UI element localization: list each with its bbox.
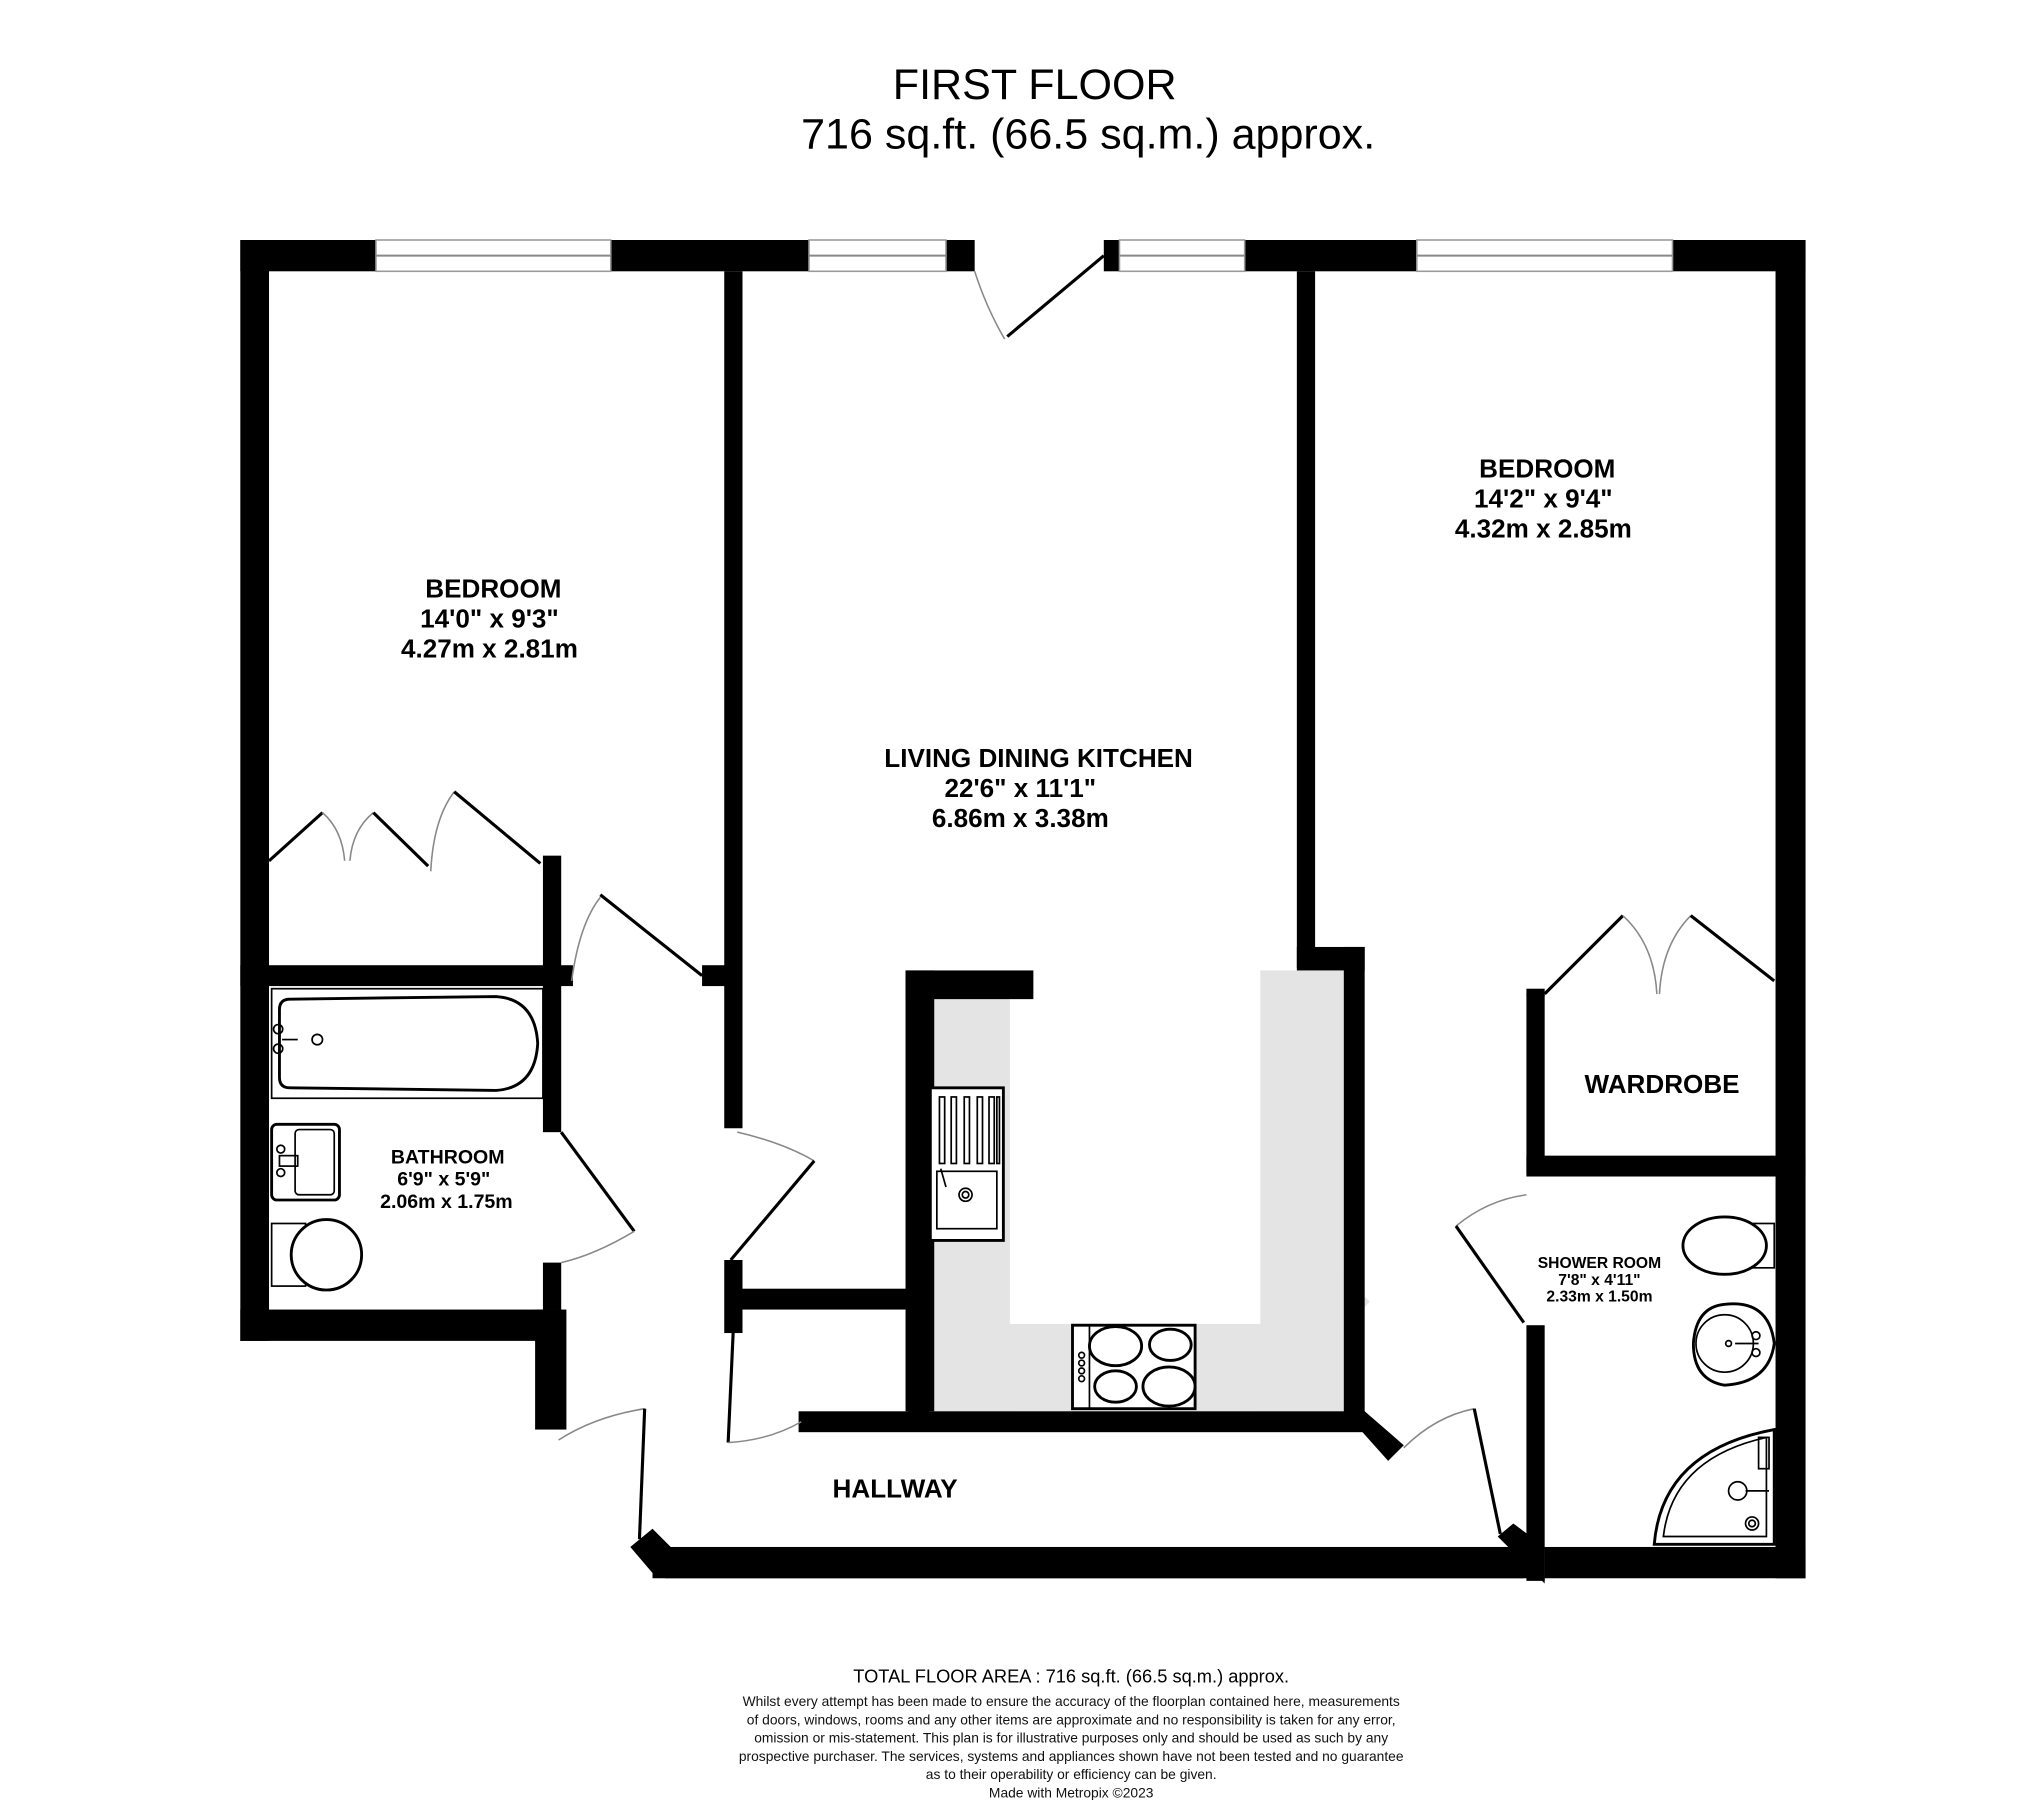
floor-title: FIRST FLOOR (893, 61, 1177, 109)
basin-icon (270, 1122, 341, 1202)
wardrobe-doors-bedroom-2 (1543, 914, 1776, 996)
room-wardrobe-label: WARDROBE (1585, 1069, 1740, 1099)
walls (240, 240, 1806, 1584)
disclaimer-line: as to their operability or efficiency ca… (926, 1766, 1217, 1782)
window-bedroom-1 (375, 239, 612, 273)
plan-footer: TOTAL FLOOR AREA : 716 sq.ft. (66.5 sq.m… (739, 1666, 1404, 1800)
room-name: SHOWER ROOM (1538, 1255, 1661, 1272)
windows (375, 239, 1674, 273)
door-bathroom (559, 1131, 636, 1264)
window-living-right (1118, 239, 1246, 273)
disclaimer-line: prospective purchaser. The services, sys… (739, 1748, 1404, 1764)
room-hallway-label: HALLWAY (833, 1473, 958, 1503)
door-balcony (973, 254, 1105, 340)
window-bedroom-2 (1416, 239, 1674, 273)
room-name: WARDROBE (1585, 1069, 1740, 1099)
toilet-icon (270, 1218, 364, 1292)
door-cupboard (726, 1327, 802, 1444)
room-imperial: 22'6" x 11'1" (944, 773, 1096, 803)
room-imperial: 7'8" x 4'11" (1558, 1272, 1640, 1289)
shower-basin-icon (1691, 1302, 1776, 1387)
disclaimer-line: of doors, windows, rooms and any other i… (747, 1711, 1396, 1727)
room-imperial: 14'2" x 9'4" (1474, 483, 1613, 513)
room-name: LIVING DINING KITCHEN (884, 743, 1193, 773)
bath-icon (270, 987, 544, 1100)
kitchen-sink-icon (928, 1086, 1005, 1242)
door-shower-room (1454, 1194, 1527, 1324)
plan-header: FIRST FLOOR 716 sq.ft. (66.5 sq.m.) appr… (801, 61, 1375, 159)
room-bedroom-2-label: BEDROOM 14'2" x 9'4" 4.32m x 2.85m (1455, 453, 1632, 543)
room-metric: 2.06m x 1.75m (380, 1191, 513, 1213)
room-shower-room-label: SHOWER ROOM 7'8" x 4'11" 2.33m x 1.50m (1538, 1255, 1661, 1306)
window-living-left (808, 239, 947, 273)
room-living-dining-kitchen-label: LIVING DINING KITCHEN 22'6" x 11'1" 6.86… (884, 743, 1193, 833)
room-name: HALLWAY (833, 1473, 958, 1503)
room-metric: 2.33m x 1.50m (1546, 1289, 1652, 1306)
room-imperial: 14'0" x 9'3" (420, 603, 559, 633)
room-metric: 4.32m x 2.85m (1455, 513, 1632, 543)
room-bathroom-label: BATHROOM 6'9" x 5'9" 2.06m x 1.75m (380, 1146, 513, 1212)
room-name: BEDROOM (1479, 453, 1615, 483)
disclaimer-line: Whilst every attempt has been made to en… (743, 1693, 1400, 1709)
total-floor-area: TOTAL FLOOR AREA : 716 sq.ft. (66.5 sq.m… (853, 1666, 1289, 1687)
room-metric: 4.27m x 2.81m (401, 633, 578, 663)
room-metric: 6.86m x 3.38m (932, 803, 1109, 833)
room-imperial: 6'9" x 5'9" (397, 1169, 490, 1191)
fixtures (270, 987, 1776, 1546)
room-name: BEDROOM (425, 573, 561, 603)
shower-toilet-icon (1681, 1215, 1776, 1276)
doors (267, 254, 1776, 1540)
room-name: BATHROOM (391, 1146, 505, 1168)
metropix-credit: Made with Metropix ©2023 (989, 1784, 1154, 1800)
floor-area: 716 sq.ft. (66.5 sq.m.) approx. (801, 111, 1375, 159)
door-bedroom-1 (570, 893, 704, 981)
door-bedroom-2 (1403, 1407, 1502, 1535)
wardrobe-doors-bedroom-1 (267, 790, 542, 872)
door-living (729, 1131, 816, 1262)
shower-tray-icon (1652, 1427, 1776, 1546)
door-entrance (558, 1407, 647, 1540)
hob-icon (1071, 1323, 1197, 1411)
room-bedroom-1-label: BEDROOM 14'0" x 9'3" 4.27m x 2.81m (401, 573, 578, 663)
disclaimer-line: omission or mis-statement. This plan is … (754, 1730, 1388, 1746)
